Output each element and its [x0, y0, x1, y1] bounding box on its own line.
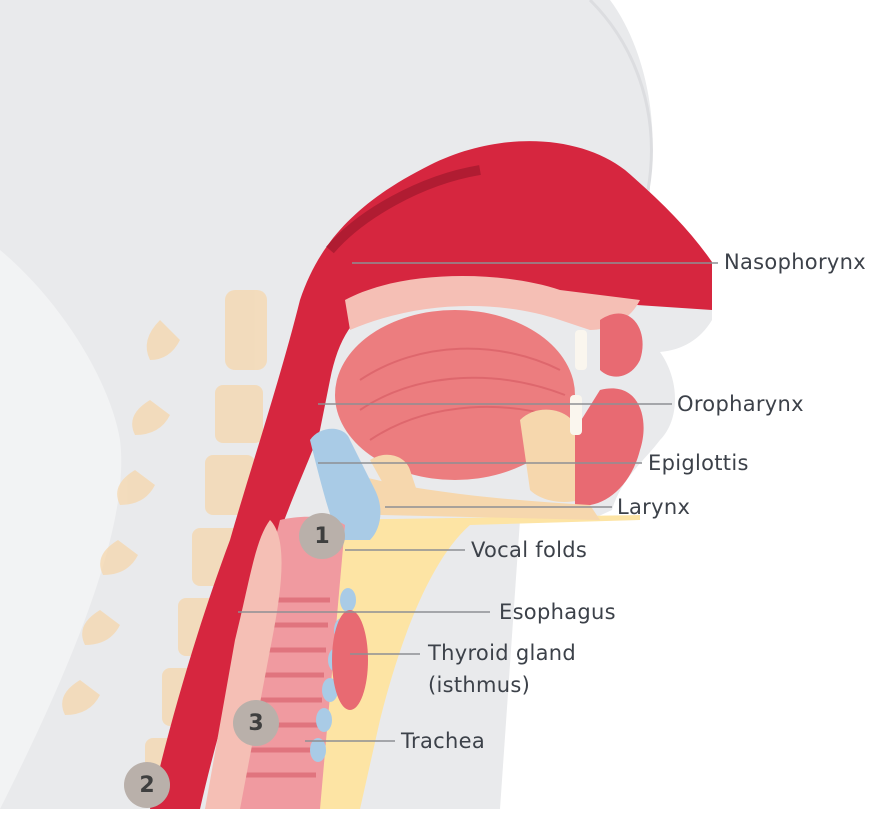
marker-3: 3 — [233, 700, 279, 746]
label-trachea: Trachea — [401, 729, 485, 753]
label-epiglottis: Epiglottis — [648, 451, 749, 475]
label-esophagus: Esophagus — [499, 600, 616, 624]
label-thyroid-isthmus: (isthmus) — [428, 673, 530, 697]
label-thyroid-gland: Thyroid gland — [428, 641, 576, 665]
upper-teeth — [575, 330, 587, 370]
label-oropharynx: Oropharynx — [677, 392, 804, 416]
thyroid-gland — [332, 610, 368, 710]
lower-teeth — [570, 395, 582, 435]
label-nasopharynx: Nasophorynx — [724, 250, 866, 274]
label-larynx: Larynx — [617, 495, 690, 519]
marker-2: 2 — [124, 762, 170, 808]
marker-1: 1 — [299, 513, 345, 559]
label-vocal-folds: Vocal folds — [471, 538, 587, 562]
